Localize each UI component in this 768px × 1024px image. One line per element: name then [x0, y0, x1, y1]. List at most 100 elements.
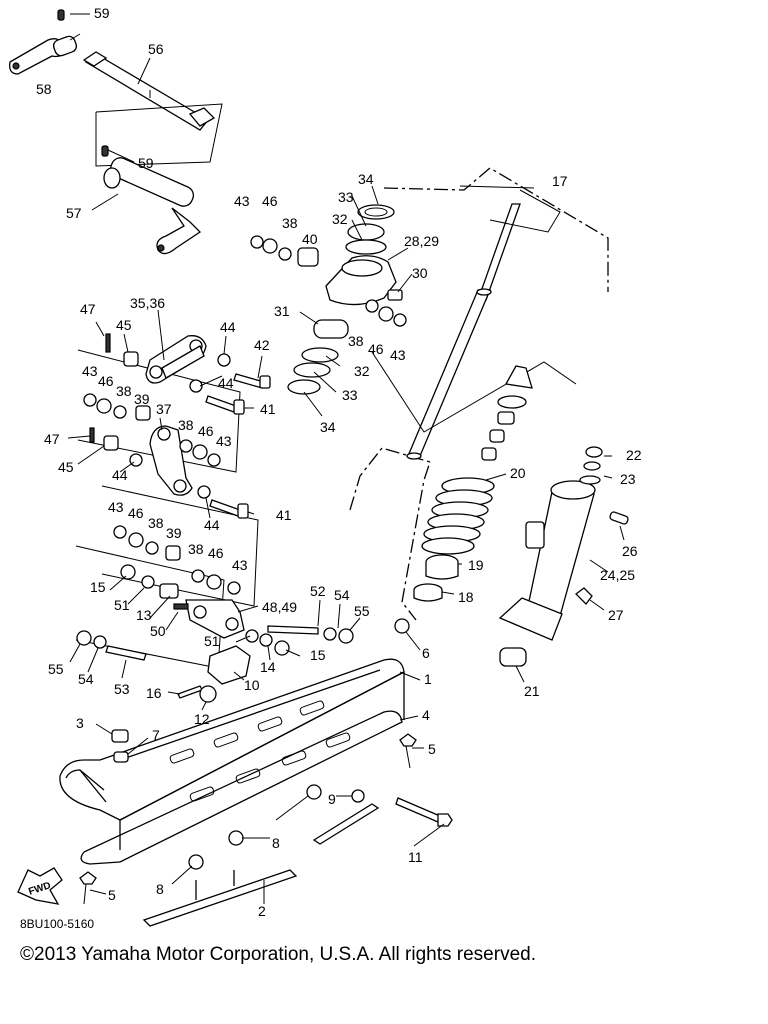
callout-1: 1: [424, 671, 432, 687]
drawing-code: 8BU100-5160: [20, 917, 95, 931]
callout-31: 31: [274, 303, 290, 319]
callout-45: 45: [116, 317, 132, 333]
callout-58: 58: [36, 81, 52, 97]
callout-32b: 32: [354, 363, 370, 379]
callout-38b: 38: [348, 333, 364, 349]
callout-38c: 38: [116, 383, 132, 399]
callout-39: 39: [134, 391, 150, 407]
slide-rail-1: [59, 658, 405, 821]
callout-46f: 46: [208, 545, 224, 561]
callout-47b: 47: [44, 431, 60, 447]
fasteners-bottom: [79, 729, 453, 905]
callout-43f: 43: [232, 557, 248, 573]
spring-20: [421, 477, 495, 555]
callout-33: 33: [338, 189, 354, 205]
callout-35-36: 35,36: [130, 295, 165, 311]
callout-13: 13: [136, 607, 152, 623]
arm-58: [9, 9, 78, 75]
callout-45b: 45: [58, 459, 74, 475]
pin-16-12: [177, 685, 217, 703]
callout-34: 34: [358, 171, 374, 187]
callout-37: 37: [156, 401, 172, 417]
slots: [169, 700, 351, 802]
callout-54: 54: [334, 587, 350, 603]
callout-7: 7: [152, 727, 160, 743]
seat-32-33-34-lower: [287, 319, 349, 395]
callout-18: 18: [458, 589, 474, 605]
callout-44d: 44: [204, 517, 220, 533]
callout-11: 11: [408, 849, 423, 865]
callout-46: 46: [262, 193, 278, 209]
callout-26: 26: [622, 543, 638, 559]
callout-50: 50: [150, 623, 166, 639]
link-35-36: [145, 335, 207, 384]
callout-38: 38: [282, 215, 298, 231]
callout-32: 32: [332, 211, 348, 227]
callout-46b: 46: [368, 341, 384, 357]
callout-40: 40: [302, 231, 318, 247]
callout-54b: 54: [78, 671, 94, 687]
callout-51: 51: [114, 597, 130, 613]
callout-56: 56: [148, 41, 164, 57]
block-10: [207, 645, 251, 685]
axle-52-53: [76, 618, 410, 661]
callout-12: 12: [194, 711, 210, 727]
pivot-48-49: [173, 599, 245, 639]
callout-41b: 41: [276, 507, 292, 523]
callout-9: 9: [328, 791, 336, 807]
callout-30: 30: [412, 265, 428, 281]
callout-41: 41: [260, 401, 276, 417]
callout-46e: 46: [128, 505, 144, 521]
shock-body-24-25: [498, 446, 629, 667]
bump-stops: [481, 365, 533, 461]
callout-38d: 38: [178, 417, 194, 433]
arm-57: [101, 145, 202, 255]
callout-57: 57: [66, 205, 82, 221]
callout-44b: 44: [218, 375, 234, 391]
callout-22: 22: [626, 447, 642, 463]
callout-43c: 43: [82, 363, 98, 379]
callout-43b: 43: [390, 347, 406, 363]
shock-rod-17: [406, 203, 521, 460]
callout-2: 2: [258, 903, 266, 919]
bolts-41-42: [205, 373, 271, 519]
callout-52: 52: [310, 583, 326, 599]
callout-15b: 15: [310, 647, 326, 663]
callout-28-29: 28,29: [404, 233, 439, 249]
callout-44: 44: [220, 319, 236, 335]
callout-8b: 8: [156, 881, 164, 897]
callout-labels: 59 56 58 59 57 43 46 38 40 34 33 32 28,2…: [36, 5, 642, 919]
callout-3: 3: [76, 715, 84, 731]
callout-14: 14: [260, 659, 276, 675]
copyright-notice: ©2013 Yamaha Motor Corporation, U.S.A. A…: [20, 944, 536, 965]
callout-27: 27: [608, 607, 624, 623]
seat-32-33-34-upper: [345, 204, 395, 255]
callout-59: 59: [94, 5, 110, 21]
callout-43: 43: [234, 193, 250, 209]
callout-38e: 38: [148, 515, 164, 531]
wear-strips-2: [142, 803, 380, 927]
callout-6: 6: [422, 645, 430, 661]
callout-8: 8: [272, 835, 280, 851]
callout-10: 10: [244, 677, 260, 693]
callout-5: 5: [428, 741, 436, 757]
callout-43e: 43: [108, 499, 124, 515]
slide-rail-4: [80, 672, 405, 865]
callout-17: 17: [552, 173, 568, 189]
callout-46d: 46: [198, 423, 214, 439]
callout-53: 53: [114, 681, 130, 697]
link-37: [149, 425, 193, 496]
bracket-28-29: [297, 247, 397, 306]
callout-51b: 51: [204, 633, 220, 649]
callout-46c: 46: [98, 373, 114, 389]
callout-20: 20: [510, 465, 526, 481]
seat-18-19: [413, 554, 459, 602]
callout-33b: 33: [342, 387, 358, 403]
shaft-56: [82, 51, 216, 131]
callout-38f: 38: [188, 541, 204, 557]
callout-47: 47: [80, 301, 96, 317]
callout-15: 15: [90, 579, 106, 595]
callout-44c: 44: [112, 467, 128, 483]
callout-59b: 59: [138, 155, 154, 171]
